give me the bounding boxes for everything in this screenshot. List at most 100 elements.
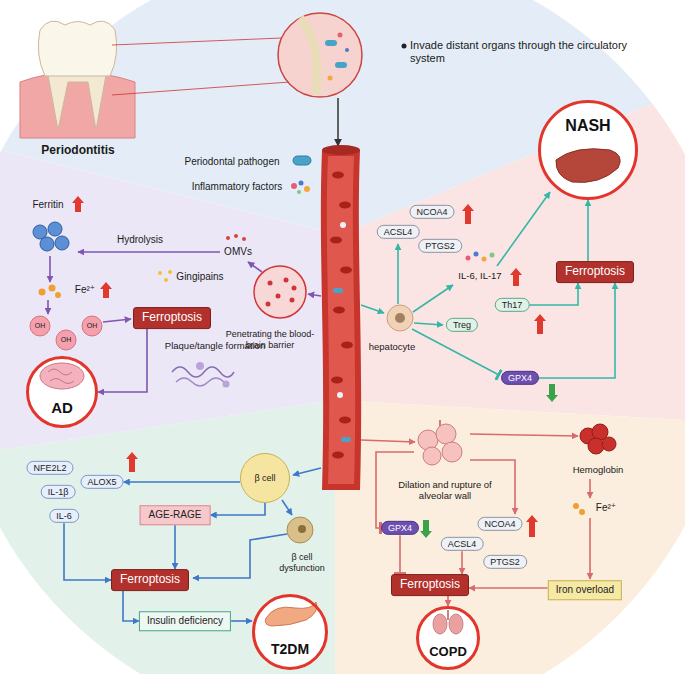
- up-arrow: [534, 314, 546, 334]
- ad-pathway-icons: [276, 294, 281, 299]
- ad-pathway-icons: [164, 278, 168, 282]
- gene-oval: ALOX5: [80, 475, 123, 489]
- copd-icons: [423, 447, 441, 465]
- ad-pathway-icons: [223, 381, 230, 388]
- ad-pathway-icons: [28, 358, 96, 426]
- t2dm-icons: [265, 602, 317, 626]
- text-label: Invade distant organs through the circul…: [410, 39, 630, 65]
- node-text: Iron overload: [556, 584, 614, 596]
- t2dm-arrows: [193, 468, 321, 578]
- copd-icons: [418, 420, 616, 668]
- sector-background: [0, 400, 335, 674]
- connector-arrow: [539, 283, 615, 378]
- nash-icons: [395, 313, 405, 323]
- up-arrow: [100, 282, 112, 298]
- node-text: ALOX5: [87, 477, 116, 487]
- ad-pathway-icons: [284, 278, 289, 283]
- gene-oval: IL-1β: [41, 485, 76, 499]
- ad-pathway-icons: [266, 302, 271, 307]
- nash-icons: [556, 149, 620, 183]
- ferroptosis-box: Ferroptosis: [391, 574, 469, 596]
- node-text: GPX4: [388, 523, 412, 533]
- copd-arrows: [361, 440, 415, 442]
- node-text: NASH: [565, 117, 610, 135]
- gene-oval: ACSL4: [441, 537, 484, 551]
- blood-vessel: [322, 145, 360, 155]
- copd-icons: [573, 503, 579, 509]
- ad-pathway-icons: [158, 271, 162, 275]
- legend-text: Inflammatory factors: [192, 181, 283, 192]
- up-arrow: [126, 452, 138, 472]
- bullet-dot: [402, 44, 407, 49]
- label-text: β cell dysfunction: [279, 552, 325, 573]
- text-label: Fe²⁺: [596, 502, 616, 514]
- nash-arrows: [361, 305, 384, 313]
- blood-vessel: [327, 156, 355, 484]
- copd-arrows: [470, 460, 515, 514]
- connector-arrow: [210, 503, 265, 515]
- copd-arrows: [589, 518, 591, 579]
- node-text: AD: [51, 399, 73, 416]
- copd-icons: [579, 509, 585, 515]
- ad-arrows: [48, 252, 321, 322]
- legend-icons: [293, 156, 311, 165]
- cell-oval: Th17: [495, 298, 530, 312]
- copd-icons: [442, 442, 462, 462]
- node-text: Treg: [453, 320, 471, 330]
- sector-background: [335, 90, 685, 420]
- nash-arrows: [497, 192, 550, 266]
- text-label: IL-6, IL-17: [458, 270, 501, 281]
- text-label: hepatocyte: [369, 341, 415, 352]
- magnified-gum: [328, 76, 333, 81]
- label-text: Hemoglobin: [573, 464, 624, 475]
- ad-pathway-icons: [268, 281, 273, 286]
- down-arrow: [546, 384, 558, 402]
- copd-arrows: [470, 434, 578, 436]
- label-text: Hydrolysis: [117, 234, 163, 245]
- ad-pathway-icons: [39, 289, 46, 296]
- text-label: OH: [61, 336, 72, 344]
- gene-oval: PTGS2: [483, 555, 527, 569]
- label-text: Periodontitis: [41, 143, 114, 157]
- copd-icons: [602, 437, 616, 451]
- ad-pathway-icons: [49, 285, 56, 292]
- copd-icons: [449, 614, 463, 634]
- nash-icons: [387, 102, 636, 331]
- gene-oval: GPX4: [501, 371, 539, 385]
- blood-vessel: [332, 172, 344, 179]
- text-label: Hemoglobin: [573, 464, 624, 475]
- label-text: OH: [87, 322, 98, 329]
- copd-arrows: [589, 479, 591, 498]
- label-text: OH: [35, 322, 46, 329]
- node-text: IL-6: [56, 511, 72, 521]
- nash-icons: [482, 257, 487, 262]
- label-text: OMVs: [224, 246, 252, 257]
- label-text: Penetrating the blood-brain barrier: [226, 329, 315, 350]
- nash-icons: [490, 253, 495, 258]
- connector-arrow: [174, 525, 176, 569]
- node-text: PTGS2: [490, 557, 520, 567]
- copd-icons: [433, 614, 447, 634]
- nash-arrows: [397, 244, 399, 304]
- ferroptosis-box: Ferroptosis: [556, 261, 634, 283]
- node-text: NCOA4: [484, 519, 515, 529]
- ad-pathway-icons: [168, 270, 172, 274]
- node-text: β cell: [254, 473, 275, 483]
- cell-circle: β cell: [240, 453, 290, 503]
- magnified-gum: [278, 13, 362, 146]
- up-arrow: [72, 196, 546, 537]
- ad-arrows: [49, 256, 51, 282]
- t2dm-icons: [298, 525, 306, 533]
- blood-vessel: [333, 307, 345, 314]
- node-text: Ferroptosis: [142, 311, 202, 325]
- down-arrow: [420, 384, 558, 538]
- text-label: Hydrolysis: [117, 234, 163, 246]
- label-text: Ferritin: [32, 199, 63, 210]
- text-label: Penetrating the blood-brain barrier: [220, 329, 320, 351]
- copd-icons: [418, 608, 478, 668]
- legend-icons: [299, 181, 304, 186]
- connector-arrow: [64, 523, 111, 580]
- legend-entry: Periodontal pathogen: [184, 156, 279, 167]
- magnified-gum: [335, 62, 347, 68]
